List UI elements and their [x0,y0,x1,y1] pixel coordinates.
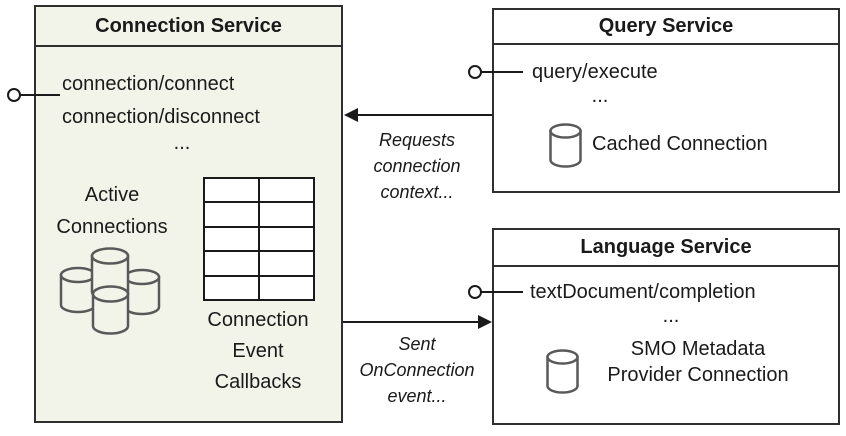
language-service-header: Language Service [494,230,838,267]
connection-service-header: Connection Service [36,7,341,47]
arrow-sent-onconnection-event [343,315,492,329]
table-cell [259,275,314,300]
arrow-requests-connection-context [344,108,492,122]
smo-metadata-label: SMO Metadata Provider Connection [607,338,789,386]
table-cell [259,251,314,276]
method-connection-disconnect: connection/disconnect [62,106,260,128]
connection-event-callbacks-label: Connection Event Callbacks [207,309,309,393]
table-cell [204,226,259,252]
ellipsis: ... [662,305,680,327]
connection-service-title: Connection Service [95,14,282,37]
sent-onconnection-event-label: Sent OnConnection event... [359,334,475,407]
table-cell [204,275,259,300]
table-cell [204,251,259,276]
ellipsis: ... [591,85,609,107]
table-cell [259,202,314,227]
ellipsis: ... [173,132,191,154]
language-service-box: Language Service textDocument/completion… [492,228,840,425]
table-cell [204,202,259,227]
method-query-execute: query/execute [532,61,658,83]
table-cell [259,178,314,203]
active-connections-label: Active Connections [56,184,168,238]
method-connection-connect: connection/connect [62,73,235,95]
requests-connection-context-label: Requests connection context... [373,130,461,203]
language-service-title: Language Service [580,236,752,258]
query-service-header: Query Service [494,10,838,45]
connection-service-box: Connection Service connection/connect co… [34,5,343,423]
table-cell [204,178,259,203]
query-service-title: Query Service [598,15,734,37]
table-cell [259,226,314,252]
callbacks-table [203,177,315,301]
database-cluster-icon [59,247,161,335]
database-icon [549,123,582,168]
cached-connection-label: Cached Connection [592,133,768,155]
method-textdocument-completion: textDocument/completion [530,281,756,303]
query-service-box: Query Service query/execute ... Cached C… [492,8,840,193]
database-icon [546,349,579,394]
